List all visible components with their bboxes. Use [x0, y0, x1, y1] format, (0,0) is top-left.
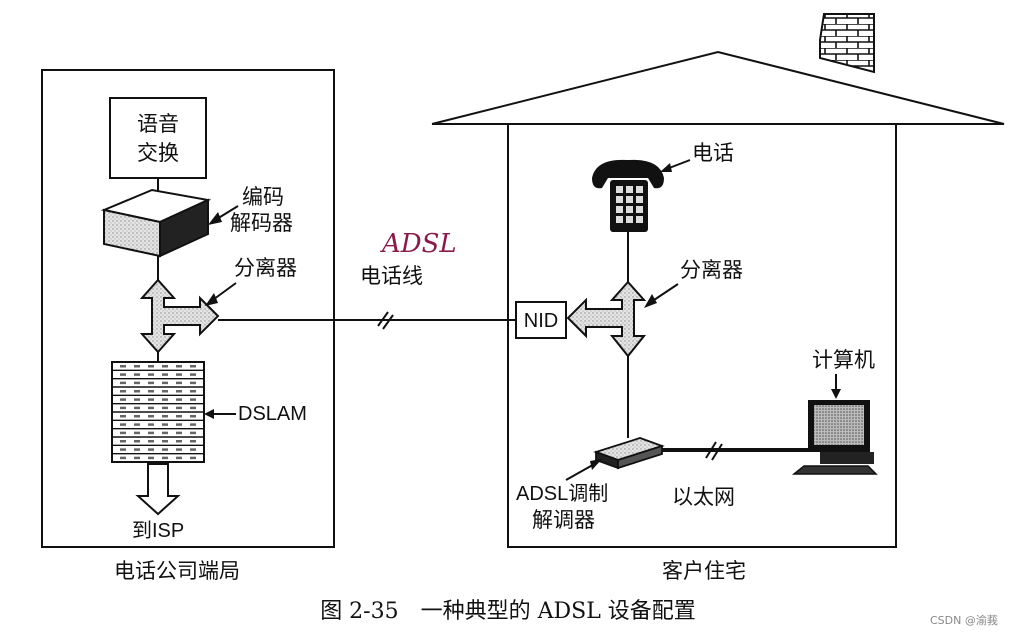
modem-label-2: 解调器	[532, 508, 595, 532]
customer-premises-title: 客户住宅	[662, 559, 746, 583]
central-office-title: 电话公司端局	[114, 559, 240, 583]
codec-box-icon	[100, 188, 212, 258]
telephone-label: 电话	[692, 141, 734, 165]
phone-line-label: 电话线	[360, 264, 423, 288]
voice-switch-label-2: 交换	[137, 141, 179, 165]
dslam-label: DSLAM	[238, 403, 307, 425]
watermark: CSDN @渝莪	[930, 613, 998, 627]
computer-label: 计算机	[812, 348, 875, 372]
co-splitter-label: 分离器	[234, 256, 297, 280]
customer-splitter-icon	[566, 280, 647, 358]
modem-label-1: ADSL调制	[516, 482, 608, 505]
codec-label-2: 解码器	[230, 211, 293, 235]
down-arrow-icon	[135, 463, 181, 516]
co-splitter-icon	[139, 278, 220, 354]
nid-box: NID	[515, 301, 567, 339]
customer-splitter-label: 分离器	[680, 258, 743, 282]
to-isp-label: 到ISP	[132, 519, 184, 542]
central-office-box	[41, 69, 335, 548]
ethernet-label: 以太网	[672, 485, 735, 509]
nid-label: NID	[524, 310, 558, 332]
adsl-modem-icon	[593, 437, 665, 470]
codec-label-1: 编码	[242, 185, 284, 209]
handwritten-adsl-note: ADSL	[380, 229, 457, 259]
figure-caption: 图 2-35 一种典型的 ADSL 设备配置	[320, 599, 696, 624]
voice-switch-label-1: 语音	[137, 112, 179, 136]
computer-icon	[791, 400, 878, 475]
telephone-icon	[592, 159, 664, 232]
house-outline	[431, 13, 1005, 548]
dslam-rack-icon	[111, 361, 205, 463]
voice-switch: 语音 交换	[109, 97, 207, 179]
